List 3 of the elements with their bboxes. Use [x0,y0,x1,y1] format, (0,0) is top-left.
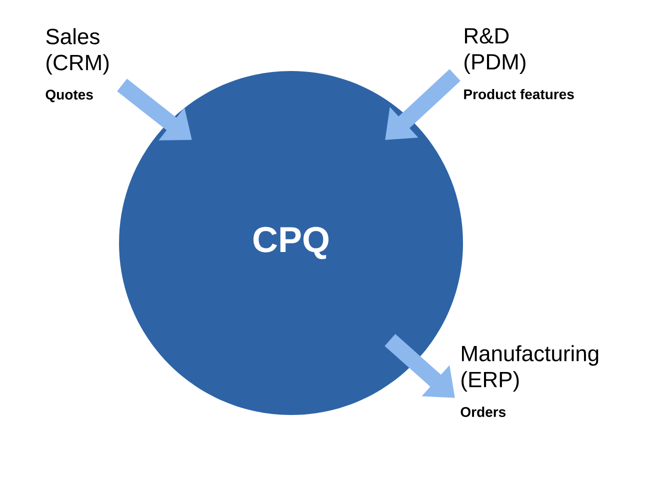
system-label: Manufacturing (ERP) Orders [460,345,598,417]
system-label: Sales (CRM) Quotes [46,28,109,102]
system-label: R&D (PDM) Product features [464,28,574,100]
